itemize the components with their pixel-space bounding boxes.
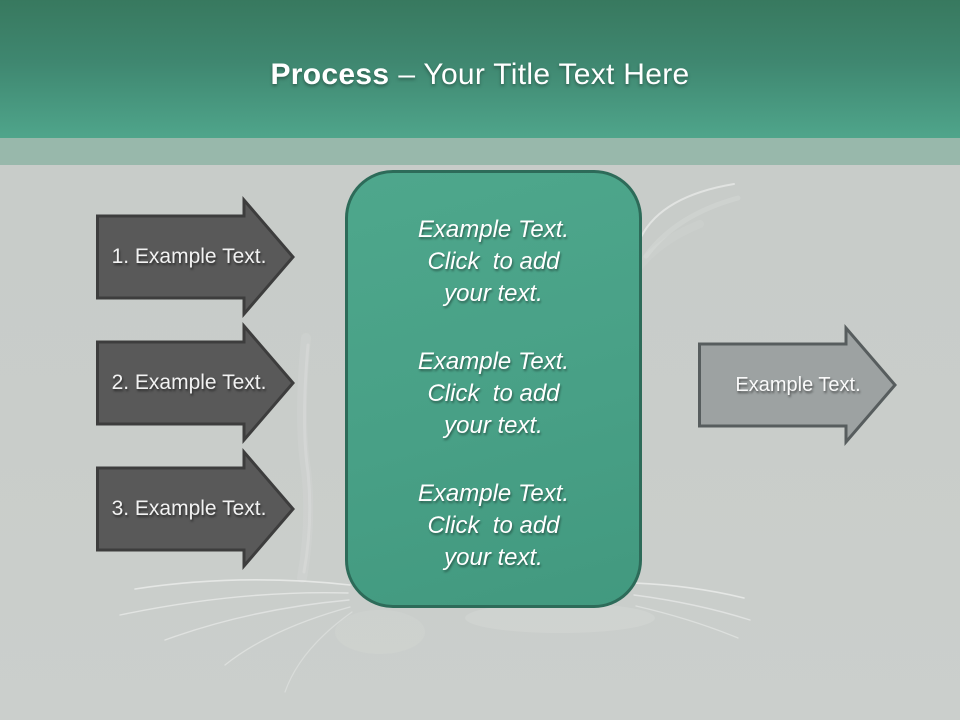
center-text-panel[interactable]: Example Text. Click to add your text. Ex… bbox=[345, 170, 642, 608]
panel-text-block: Example Text. Click to add your text. bbox=[418, 346, 569, 442]
panel-text-line: your text. bbox=[444, 412, 543, 439]
process-step-1-label[interactable]: 1. Example Text. bbox=[111, 245, 267, 268]
process-step-3-label[interactable]: 3. Example Text. bbox=[111, 497, 267, 520]
title-subtitle: – Your Title Text Here bbox=[398, 58, 690, 91]
title-bar: Process– Your Title Text Here bbox=[0, 0, 960, 138]
panel-text-line: your text. bbox=[444, 280, 543, 307]
panel-text-line: Example Text. bbox=[417, 480, 570, 507]
output-arrow-label[interactable]: Example Text. bbox=[735, 373, 861, 396]
header-accent-band bbox=[0, 138, 960, 165]
output-arrow[interactable] bbox=[698, 323, 898, 447]
panel-text-block: Example Text. Click to add your text. bbox=[418, 478, 569, 574]
title-keyword: Process bbox=[270, 58, 390, 91]
slide-title: Process– Your Title Text Here bbox=[270, 58, 689, 92]
process-arrow-2[interactable] bbox=[96, 321, 296, 445]
process-arrow-3[interactable] bbox=[96, 447, 296, 571]
process-arrow-1[interactable] bbox=[96, 195, 296, 319]
panel-text-line: Example Text. bbox=[417, 216, 570, 243]
panel-text-line: Click to add bbox=[427, 248, 560, 275]
panel-text-line: Click to add bbox=[427, 380, 560, 407]
panel-text-line: your text. bbox=[444, 544, 543, 571]
panel-text-line: Click to add bbox=[427, 512, 560, 539]
panel-text-line: Example Text. bbox=[417, 348, 570, 375]
process-step-2-label[interactable]: 2. Example Text. bbox=[111, 371, 267, 394]
panel-text-block: Example Text. Click to add your text. bbox=[418, 214, 569, 310]
